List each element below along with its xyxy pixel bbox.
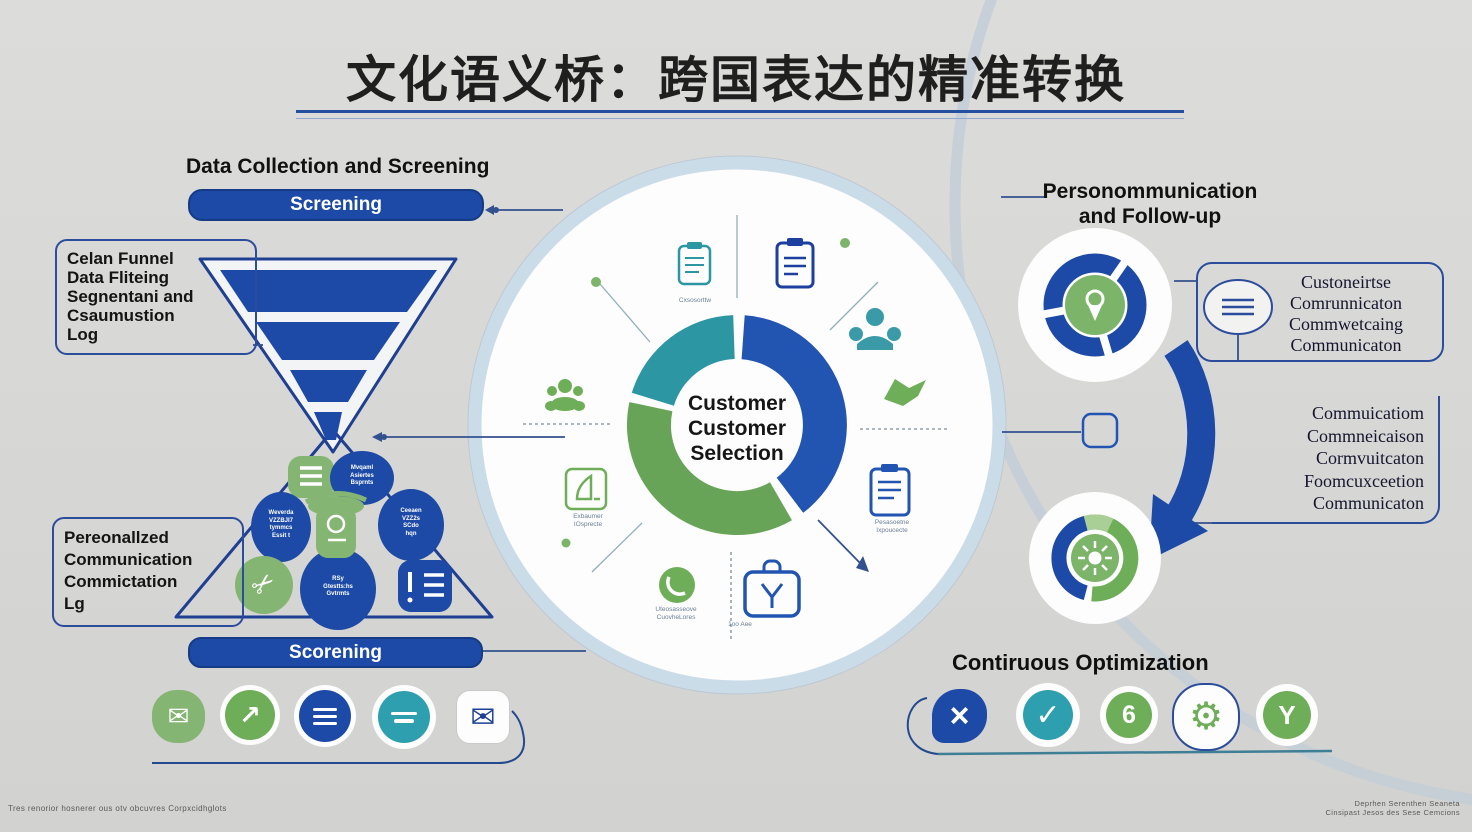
cycle-spokes <box>523 215 947 642</box>
mail-outline-glyph: ✉ <box>470 700 496 734</box>
list-icon <box>299 690 351 742</box>
mail-icon: ✉ <box>152 690 205 743</box>
right-section-header: Personommunication and Follow-up <box>1042 180 1258 228</box>
blob-label-bottom: RSy Gtestts:hs Gvtrmts <box>323 576 353 597</box>
list-bars <box>299 690 351 742</box>
cross-glyph: × <box>949 697 970 735</box>
lines-icon <box>378 691 430 743</box>
briefcase-icon <box>743 559 801 618</box>
main-cycle-circle <box>467 155 1007 695</box>
lines-bars <box>378 691 430 743</box>
communication-box-1: Custoneirtse Comrunnicaton Commwetcaing … <box>1196 262 1444 362</box>
cross-icon: × <box>932 689 987 743</box>
blob-label-top-right: Mvqaml Asiertes Bsprnts <box>350 465 374 486</box>
donut-center-label: Customer Customer Selection <box>687 392 787 465</box>
send-icon-wrap: ↗ <box>220 685 280 745</box>
connector-lines <box>253 196 1239 652</box>
funnel-data-box: Celan Funnel Data Fliteing Segnentani an… <box>55 239 257 355</box>
page-title: 文化语义桥：跨国表达的精准转换 <box>346 52 1126 108</box>
bar <box>394 719 414 723</box>
y-leaf-icon: Y <box>1263 691 1311 739</box>
blob-label-left: Weverda VZZBJI7 tymmcs Essit t <box>268 510 294 539</box>
flag-star-icon <box>884 379 926 406</box>
footnote-right: Deprhen Serenthen Seaneta Cinsipast Jeso… <box>1325 799 1460 817</box>
lines-icon-wrap <box>372 685 436 749</box>
speech-bubble-icon <box>1203 279 1273 335</box>
bar <box>391 711 417 715</box>
continuous-optimization-header: Contiruous Optimization <box>952 650 1209 675</box>
mail-glyph: ✉ <box>167 701 190 731</box>
screening-top-bar: Screening <box>188 189 484 221</box>
six-icon-wrap: 6 <box>1100 686 1158 744</box>
people-group-icon <box>545 379 585 411</box>
caption-right: Pesasoetne Ixpoucecte <box>874 519 910 534</box>
gear-glyph: ⚙ <box>1188 696 1224 738</box>
clipboard-teal-icon <box>677 242 712 286</box>
funnel-bands <box>220 270 437 440</box>
six-glyph: 6 <box>1122 700 1136 729</box>
list-icon-wrap <box>294 685 356 747</box>
bar <box>313 714 337 718</box>
chart-card-green-icon <box>564 467 608 511</box>
personalized-box: Pereonallzed Communication Commictation … <box>52 517 244 627</box>
screening-bottom-bar: Scorening <box>188 637 483 668</box>
title-underline <box>296 110 1184 119</box>
bar <box>313 721 337 725</box>
blob-label-right: Ceeaen VZZ2s SCdo hqn <box>400 508 422 537</box>
caption-bottom-left: Uteosasseove CuovheLores <box>655 606 697 621</box>
phone-green-icon <box>659 567 695 603</box>
gear-icon-wrap: ⚙ <box>1172 683 1240 751</box>
y-leaf-icon-wrap: Y <box>1256 684 1318 746</box>
clipboard-blue-right-icon <box>869 464 911 517</box>
communication-box-2: Commuicatiom Commneicaison Cormvuitcaton… <box>1212 396 1440 524</box>
cycle-arrow-lower-right <box>817 519 869 572</box>
big-curved-arrow <box>1149 340 1216 560</box>
optimization-circle <box>1029 492 1161 624</box>
y-leaf-glyph: Y <box>1278 699 1296 730</box>
square-outline-icon <box>1081 412 1119 449</box>
triangle-blobs <box>235 451 452 630</box>
clipboard-blue-icon <box>775 238 815 289</box>
check-icon-wrap: ✓ <box>1016 683 1080 747</box>
check-glyph: ✓ <box>1035 698 1061 732</box>
left-section-header: Data Collection and Screening <box>186 155 490 178</box>
support-person-icon <box>849 308 901 350</box>
connector-arrowheads <box>372 205 499 442</box>
bottom-connectors <box>152 697 1333 764</box>
caption-bottom-right: 1oo Aee <box>728 621 752 628</box>
footnote-left: Tres renorior hosnerer ous otv obcuvres … <box>8 804 227 813</box>
jar-icon <box>304 490 368 558</box>
ring-dots <box>561 238 850 548</box>
followup-circle <box>1018 228 1172 382</box>
check-icon: ✓ <box>1023 690 1073 740</box>
caption-top: Cxsosorttw <box>678 297 712 304</box>
decorative-arc <box>949 0 1472 805</box>
bar <box>313 707 337 711</box>
send-icon: ↗ <box>225 690 275 740</box>
customer-selection-donut <box>626 315 847 536</box>
send-glyph: ↗ <box>239 699 261 730</box>
mail-outline-icon: ✉ <box>456 690 510 744</box>
six-icon: 6 <box>1106 692 1152 738</box>
caption-left: Exbaumer IOsprecte <box>573 513 603 528</box>
